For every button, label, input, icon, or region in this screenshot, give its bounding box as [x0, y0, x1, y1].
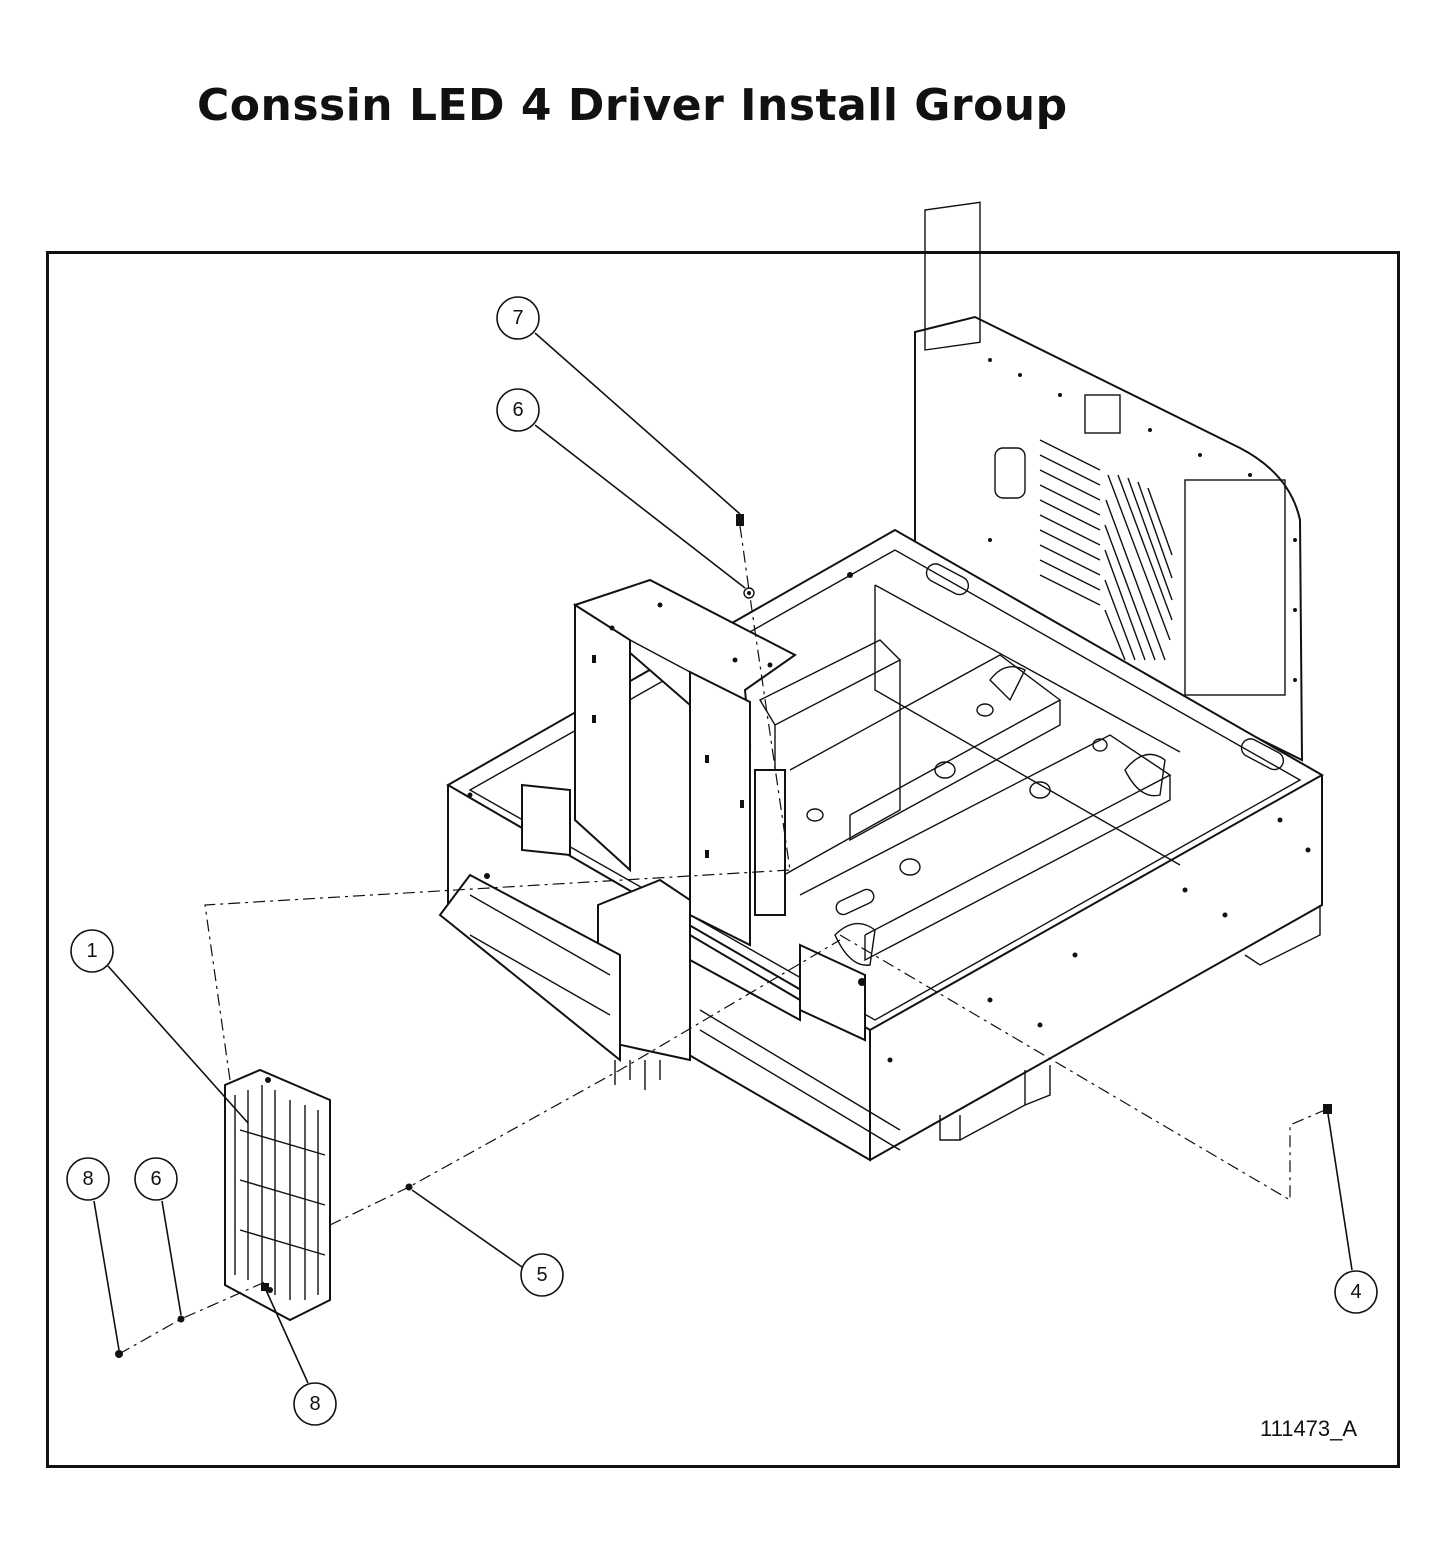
- vent-slots-right: [1104, 474, 1173, 661]
- svg-text:6: 6: [150, 1168, 161, 1190]
- callout-balloon-1: 1: [70, 929, 249, 1124]
- callout-balloon-8: 8: [66, 1157, 120, 1351]
- back-panel: [914, 201, 1304, 762]
- callout-balloon-6: 6: [134, 1157, 182, 1316]
- page-title: Conssin LED 4 Driver Install Group: [197, 80, 1068, 131]
- vent-slots-left: [1039, 439, 1101, 606]
- callout-balloon-6: 6: [496, 388, 746, 589]
- drawing-frame: [46, 251, 1400, 1468]
- callout-balloon-8: 8: [265, 1289, 337, 1426]
- svg-text:5: 5: [536, 1264, 547, 1286]
- svg-text:7: 7: [512, 307, 523, 329]
- callout-balloon-4: 4: [1327, 1113, 1378, 1314]
- svg-text:8: 8: [82, 1168, 93, 1190]
- svg-text:1: 1: [86, 940, 97, 962]
- callout-balloon-5: 5: [411, 1189, 564, 1297]
- assembly-paths: [118, 525, 1326, 1355]
- driver-bracket-housing: [438, 578, 866, 1090]
- svg-text:4: 4: [1350, 1281, 1361, 1303]
- svg-text:8: 8: [309, 1393, 320, 1415]
- callout-balloon-7: 7: [496, 296, 741, 515]
- svg-text:6: 6: [512, 399, 523, 421]
- led-driver-module: [224, 1068, 331, 1322]
- drawing-number: 111473_A: [1260, 1416, 1357, 1441]
